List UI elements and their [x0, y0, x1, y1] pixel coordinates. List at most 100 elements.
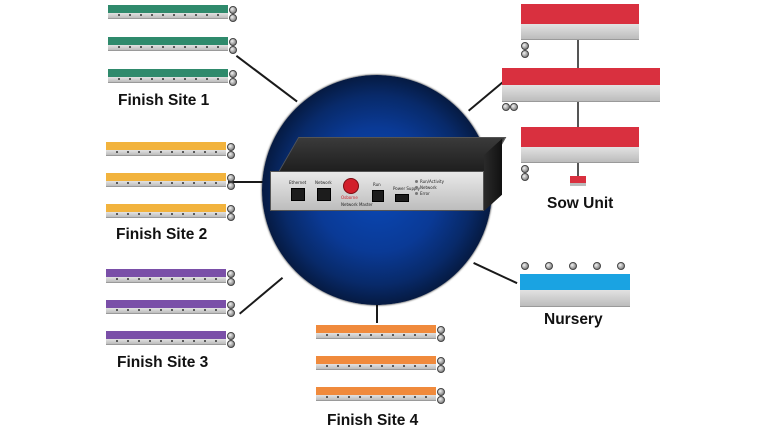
- stall-dot: [149, 309, 151, 311]
- stall-dot: [116, 340, 118, 342]
- stall-dot: [204, 340, 206, 342]
- stall-dot: [182, 340, 184, 342]
- stall-dot: [403, 334, 405, 336]
- device-label: Network Master: [341, 202, 373, 207]
- stall-dot: [171, 278, 173, 280]
- stall-dot: [206, 46, 208, 48]
- feeder-icon: [521, 173, 529, 181]
- stall-dot: [149, 151, 151, 153]
- feeder-icon: [502, 103, 510, 111]
- stall-dot: [171, 340, 173, 342]
- stall-dot: [160, 182, 162, 184]
- stall-dot: [140, 46, 142, 48]
- barn: [106, 331, 226, 345]
- stall-dot: [414, 396, 416, 398]
- feeder-icon: [227, 270, 235, 278]
- barn: [521, 127, 639, 163]
- stall-dot: [116, 213, 118, 215]
- stall-dot: [215, 213, 217, 215]
- stall-dot: [162, 14, 164, 16]
- stall-dot: [151, 78, 153, 80]
- feeder-icon: [437, 396, 445, 404]
- stall-dot: [182, 278, 184, 280]
- stall-dot: [138, 340, 140, 342]
- stall-dot: [127, 340, 129, 342]
- stall-dot: [392, 396, 394, 398]
- led-indicator: [415, 186, 418, 189]
- port-label: Run: [373, 182, 381, 187]
- barn: [316, 325, 436, 339]
- stall-dot: [182, 151, 184, 153]
- stall-dot: [116, 309, 118, 311]
- stall-dot: [149, 182, 151, 184]
- stall-dot: [359, 396, 361, 398]
- feeder-icon: [521, 50, 529, 58]
- stall-dot: [184, 14, 186, 16]
- stall-dot: [217, 46, 219, 48]
- led-indicator: [415, 192, 418, 195]
- stall-dot: [138, 278, 140, 280]
- stall-dot: [403, 365, 405, 367]
- feeder-icon: [229, 78, 237, 86]
- stall-dot: [195, 46, 197, 48]
- network-hub: Ethernet Network Osborne Network Master …: [262, 75, 507, 305]
- sow-unit-base: [570, 176, 586, 186]
- feeder-icon: [227, 182, 235, 190]
- stall-dot: [160, 151, 162, 153]
- led-indicator: [415, 180, 418, 183]
- stall-dot: [217, 14, 219, 16]
- stall-dot: [206, 78, 208, 80]
- stall-dot: [173, 14, 175, 16]
- feeder-icon: [229, 38, 237, 46]
- stall-dot: [204, 151, 206, 153]
- power-supply-port: [395, 194, 409, 202]
- stall-dot: [127, 278, 129, 280]
- feeder-icon: [227, 213, 235, 221]
- sow-unit-spine: [577, 38, 579, 178]
- stall-dot: [182, 213, 184, 215]
- feeder-icon: [521, 42, 529, 50]
- feeder-icon: [227, 205, 235, 213]
- stall-dot: [173, 46, 175, 48]
- connector-finish-site-2: [228, 181, 264, 183]
- feeder-icon: [617, 262, 625, 270]
- indicator-label: Error: [420, 191, 430, 196]
- barn: [316, 387, 436, 401]
- feeder-icon: [227, 143, 235, 151]
- stall-dot: [193, 278, 195, 280]
- stall-dot: [116, 151, 118, 153]
- stall-dot: [182, 309, 184, 311]
- finish-site-3-label: Finish Site 3: [117, 354, 209, 371]
- port-label: Ethernet: [289, 180, 307, 185]
- feeder-icon: [229, 46, 237, 54]
- stall-dot: [403, 396, 405, 398]
- barn: [108, 5, 228, 19]
- stall-dot: [326, 396, 328, 398]
- feeder-icon: [437, 388, 445, 396]
- stall-dot: [425, 334, 427, 336]
- barn: [106, 173, 226, 187]
- stall-dot: [359, 334, 361, 336]
- stall-dot: [195, 78, 197, 80]
- stall-dot: [392, 334, 394, 336]
- stall-dot: [204, 213, 206, 215]
- stall-dot: [337, 334, 339, 336]
- stall-dot: [193, 340, 195, 342]
- barn: [106, 300, 226, 314]
- feeder-icon: [521, 262, 529, 270]
- stall-dot: [370, 365, 372, 367]
- stall-dot: [138, 309, 140, 311]
- stall-dot: [215, 309, 217, 311]
- barn: [502, 68, 660, 102]
- stall-dot: [171, 309, 173, 311]
- stall-dot: [425, 365, 427, 367]
- stall-dot: [337, 365, 339, 367]
- feeder-icon: [593, 262, 601, 270]
- feeder-icon: [229, 70, 237, 78]
- stall-dot: [160, 309, 162, 311]
- stall-dot: [162, 78, 164, 80]
- stall-dot: [129, 14, 131, 16]
- barn: [520, 274, 630, 307]
- connector-sow-unit: [468, 81, 504, 112]
- feeder-icon: [227, 309, 235, 317]
